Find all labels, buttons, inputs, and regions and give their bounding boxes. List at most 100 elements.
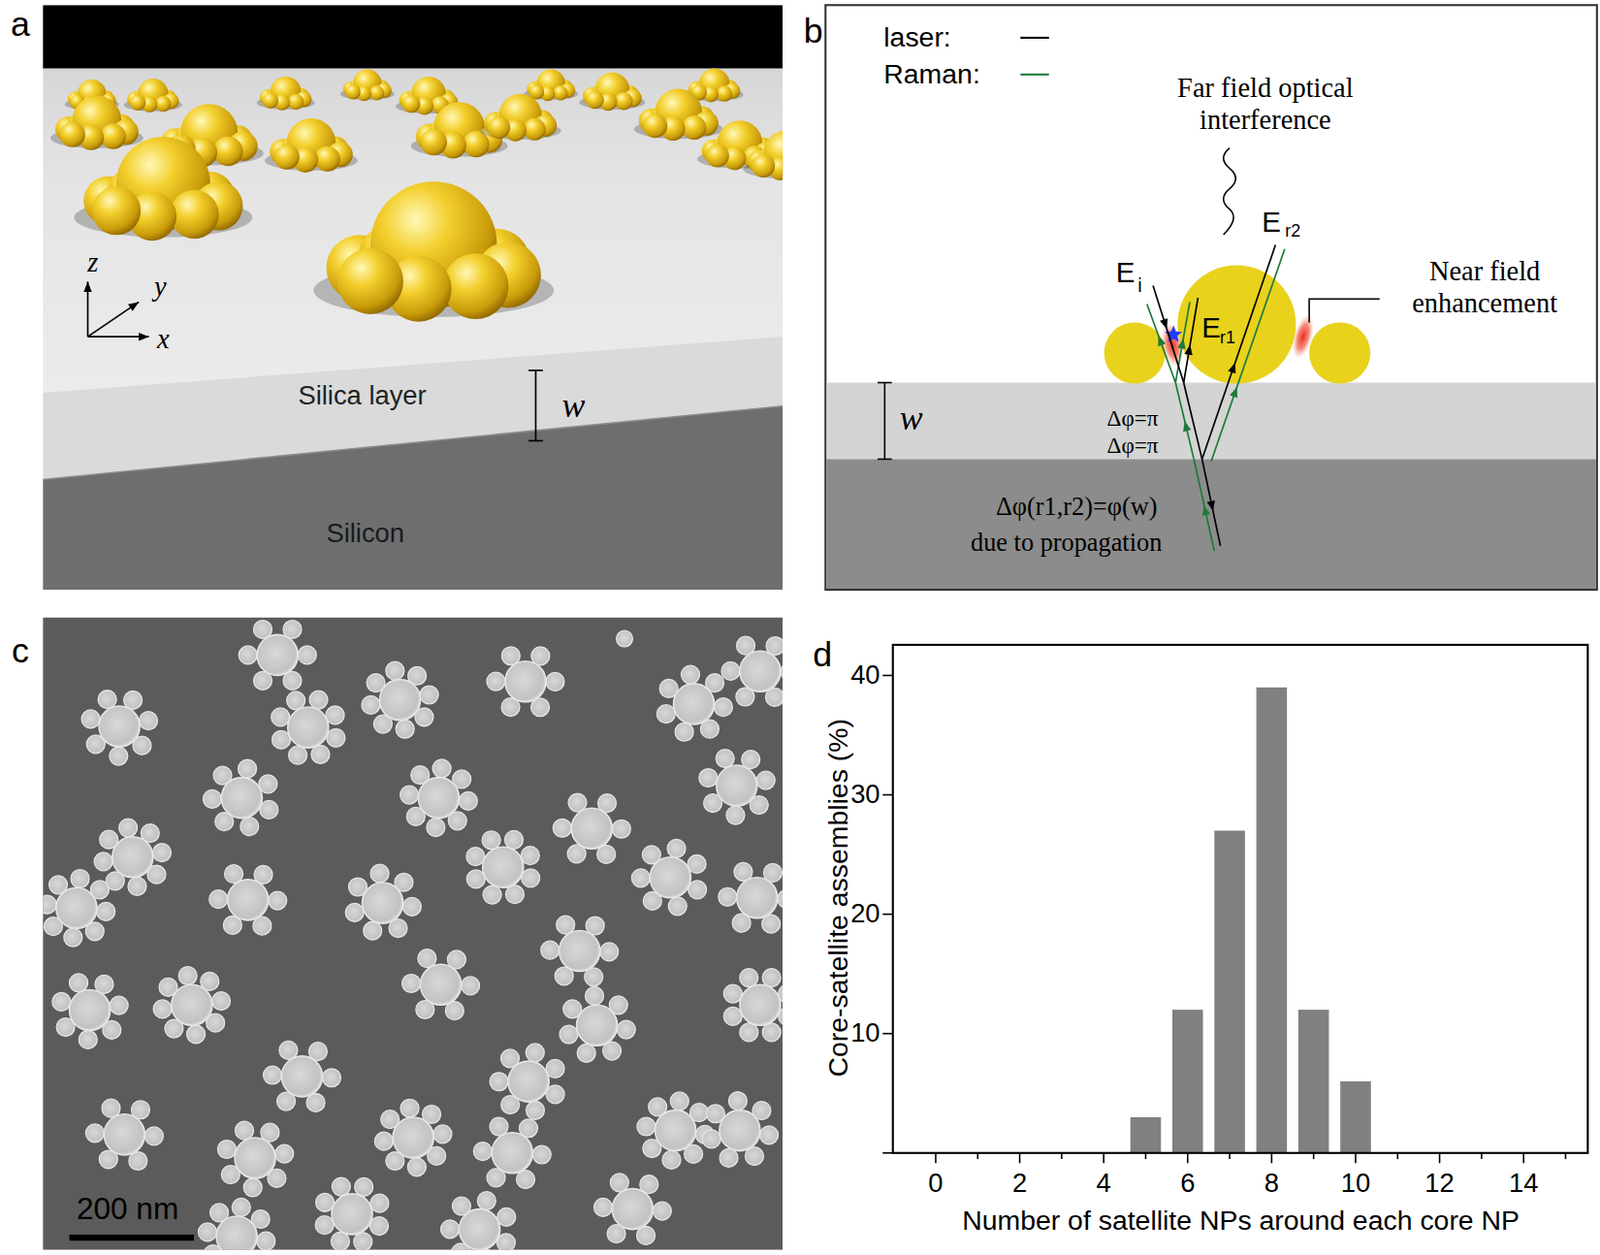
bracket-line [535, 370, 538, 442]
x-tick [1271, 1152, 1274, 1164]
sem-satellite [656, 704, 675, 724]
sem-cluster [198, 1197, 276, 1249]
light-ray [1211, 249, 1285, 462]
sem-satellite [263, 1065, 283, 1085]
sem-satellite [109, 746, 128, 766]
arrowhead [1157, 335, 1166, 347]
sem-core [331, 1193, 373, 1235]
sem-satellite [109, 995, 128, 1015]
sem-satellite [402, 974, 421, 993]
sem-satellite [477, 1191, 496, 1211]
sem-core [281, 1056, 322, 1097]
satellite-nanoparticle [716, 85, 733, 101]
sem-core [559, 929, 601, 971]
sem-satellite [777, 889, 783, 908]
thickness-label: w [899, 398, 924, 439]
phase-label: Δφ=π [1107, 432, 1159, 459]
sem-satellite [699, 768, 718, 788]
sem-satellite [402, 896, 421, 916]
sem-cluster [85, 1098, 163, 1170]
sem-satellite [728, 1091, 747, 1111]
sem-satellite [217, 1140, 236, 1159]
sem-cluster [217, 1120, 293, 1197]
sem-cluster [637, 1091, 714, 1169]
sem-core [655, 1110, 697, 1152]
light-ray [1152, 286, 1184, 384]
sem-cluster [153, 966, 230, 1044]
sem-core [98, 705, 140, 747]
silicon-substrate [42, 406, 783, 590]
sem-core [505, 661, 546, 703]
layer-boundary [42, 406, 783, 480]
molecule-star [1164, 325, 1183, 343]
sem-cluster [552, 793, 631, 864]
sem-cluster [721, 636, 783, 706]
sem-satellite [688, 880, 707, 899]
panel-a-illustration [42, 4, 783, 590]
x-tick [1396, 1152, 1399, 1159]
tick-label: 20 [850, 898, 880, 929]
sem-satellite [489, 1072, 509, 1091]
sem-satellite [231, 1197, 251, 1216]
sem-satellite [144, 1126, 163, 1146]
sem-satellite [385, 661, 405, 680]
sem-satellite [316, 1192, 335, 1212]
sem-core [362, 882, 404, 924]
y-tick [882, 1152, 894, 1154]
sem-satellite [331, 1177, 351, 1196]
arrowhead [1177, 338, 1185, 350]
sem-core [736, 877, 778, 919]
sem-satellite [718, 887, 737, 906]
sem-cluster [702, 1091, 778, 1168]
sem-core [739, 650, 781, 692]
sem-cluster [593, 1173, 672, 1246]
sem-cluster [718, 862, 783, 933]
x-tick [934, 1152, 937, 1164]
satellite-nanoparticle [487, 116, 511, 139]
sem-satellite [271, 707, 290, 727]
tick-label: 14 [1508, 1168, 1538, 1199]
sem-core [611, 1188, 653, 1230]
core-satellite-cluster [742, 130, 783, 181]
tick-label: 40 [850, 660, 880, 691]
sem-cluster [441, 1191, 516, 1250]
legend-line-raman [1020, 73, 1049, 76]
light-ray [1184, 383, 1203, 460]
sem-satellite [178, 966, 197, 986]
sem-satellite [139, 711, 159, 731]
arrowhead [1227, 362, 1236, 374]
sem-satellite [670, 1091, 689, 1111]
sem-core [221, 777, 262, 819]
sem-satellite [616, 1020, 636, 1039]
sem-satellite [585, 986, 605, 1005]
sem-satellite [652, 1201, 672, 1220]
arrowhead [1183, 420, 1191, 432]
sem-satellite [272, 730, 291, 749]
panel-letter: b [803, 10, 824, 51]
field-symbol: E [1201, 312, 1221, 346]
sem-cluster [656, 665, 733, 741]
sem-single-particle [616, 630, 634, 647]
sem-satellite [662, 1150, 681, 1169]
satellite-nanoparticle [288, 94, 304, 110]
sem-background [42, 616, 783, 1249]
sem-cluster [486, 646, 565, 717]
sem-satellite [268, 891, 288, 910]
sem-satellite [433, 1124, 452, 1144]
sem-satellite [128, 876, 147, 896]
sem-satellite [482, 885, 502, 904]
annotation: Near field enhancement [1387, 256, 1582, 320]
x-tick [1312, 1152, 1315, 1159]
sem-satellite [240, 817, 259, 836]
x-tick [1522, 1152, 1525, 1164]
sem-core [673, 683, 715, 725]
sem-satellite [667, 838, 686, 858]
sem-satellite [321, 1068, 341, 1088]
tick-label: 30 [850, 779, 880, 810]
scale-bar [69, 1234, 194, 1241]
horizon-background [42, 4, 783, 68]
sem-satellite [70, 869, 90, 889]
sem-cluster [52, 973, 128, 1050]
